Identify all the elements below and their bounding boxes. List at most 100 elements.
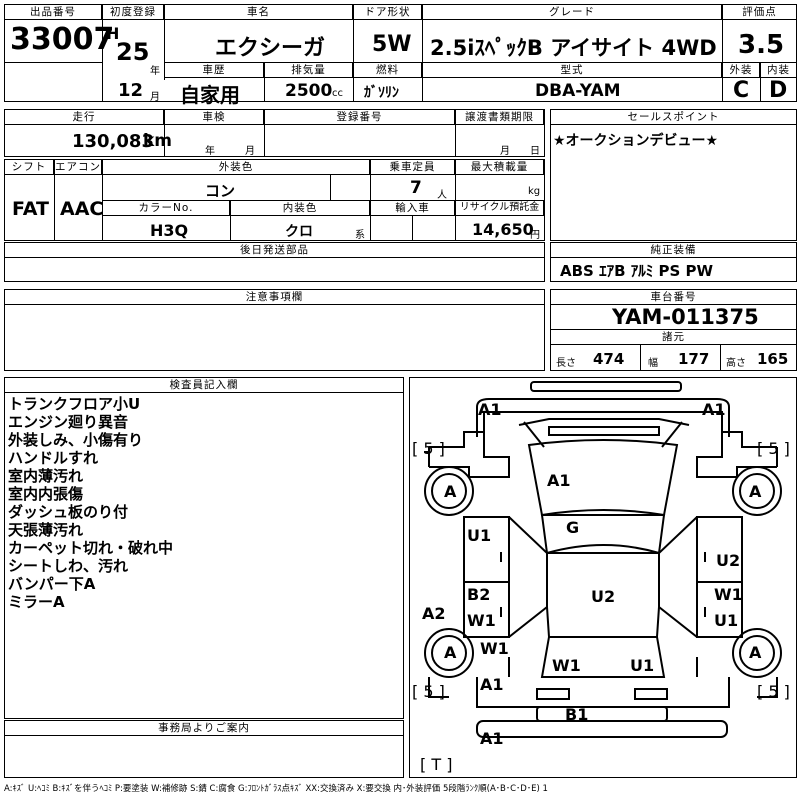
legend: A:ｷｽﾞ U:ﾍｺﾐ B:ｷｽﾞを伴うﾍｺﾐ P:要塗装 W:補修跡 S:錆 … (4, 784, 548, 794)
mark-hood: A1 (547, 471, 571, 490)
sales-point-block (550, 109, 797, 241)
genuine-equip: ABS ｴｱB ｱﾙﾐ PS PW (560, 262, 714, 280)
mark-front-left-bumper: A1 (478, 400, 502, 419)
ac: AAC (60, 198, 104, 220)
sales-point: ★オークションデビュー★ (553, 133, 719, 149)
color-no: H3Q (150, 221, 189, 240)
mark-left-rear-fender: W1 (480, 639, 509, 658)
mark-left-rear-door-b2: B2 (467, 585, 491, 604)
mark-rear-left-wheel: A (444, 643, 457, 662)
notes-block (4, 289, 545, 371)
genuine-equip-block (550, 242, 797, 282)
mileage-block (4, 109, 545, 157)
mark-roof: U2 (591, 587, 616, 606)
width: 177 (678, 350, 710, 368)
mark-rear-left-tire: [ 5 ] (412, 682, 445, 701)
interior-grade: D (769, 78, 788, 103)
lot-label: 出品番号 (5, 5, 102, 20)
remark-line: トランクフロア小U (8, 395, 141, 413)
fuel: ｶﾞｿﾘﾝ (364, 85, 399, 101)
history: 自家用 (180, 83, 240, 107)
remark-line: バンパー下A (8, 575, 96, 593)
exterior-grade: C (733, 78, 750, 103)
mark-left-front-door: U1 (467, 526, 492, 545)
inspector-block (4, 377, 404, 719)
history-label: 車歴 (165, 63, 264, 78)
year-unit: 年 (150, 66, 160, 77)
specs-label: 諸元 (551, 330, 796, 345)
first-reg-label: 初度登録 (103, 5, 164, 20)
transfer-day-unit: 日 (530, 146, 540, 157)
remark-line: エンジン廻り異音 (8, 413, 129, 431)
era: H (106, 24, 120, 43)
genuine-equip-label: 純正装備 (551, 243, 796, 258)
remark-line: ダッシュ板のり付 (8, 503, 129, 521)
fuel-label: 燃料 (354, 63, 422, 78)
grade: 2.5iｽﾍﾟｯｸB アイサイト 4WD (430, 36, 717, 60)
mark-rear-window-w1: W1 (552, 656, 581, 675)
mark-trunk-tire: [ T ] (420, 755, 453, 774)
car-name: エクシーガ (215, 36, 326, 61)
mark-right-front-door: U2 (716, 551, 741, 570)
office-label: 事務局よりご案内 (5, 721, 403, 736)
int-color-suffix: 系 (355, 230, 365, 241)
remark-line: シートしわ、汚れ (8, 557, 129, 575)
mark-left-rear-door-w1: W1 (467, 611, 496, 630)
notes-label: 注意事項欄 (5, 290, 544, 305)
shift: FAT (12, 198, 49, 220)
door-label: ドア形状 (354, 5, 422, 20)
km-unit: km (143, 131, 173, 151)
mileage: 130,083 (72, 131, 154, 152)
mark-rear-left-quarter: A1 (480, 675, 504, 694)
length: 474 (593, 350, 625, 368)
inspector-label: 検査員記入欄 (5, 378, 403, 393)
ext-color: コン (205, 182, 236, 200)
recycle-label: リサイクル預託金 (456, 201, 544, 216)
mark-rear-window-u1: U1 (630, 656, 655, 675)
length-label: 長さ (556, 358, 576, 369)
model-label: 型式 (423, 63, 722, 78)
displacement: 2500 (285, 81, 333, 101)
mark-front-left-wheel: A (444, 482, 457, 501)
car-name-label: 車名 (165, 5, 353, 20)
first-reg-month: 12 (118, 80, 144, 101)
shift-label: シフト (5, 160, 54, 175)
header-block (4, 4, 797, 102)
transfer-label: 譲渡書類期限 (456, 110, 544, 125)
car-diagram (424, 381, 782, 738)
mark-rear-right-tire: [ 5 ] (757, 682, 790, 701)
mark-front-right-wheel: A (749, 482, 762, 501)
mark-windshield: G (566, 518, 580, 537)
month-unit: 月 (150, 92, 160, 103)
later-parts-block (4, 242, 545, 282)
mark-rear-right-wheel: A (749, 643, 762, 662)
mark-front-right-tire: [ 5 ] (757, 439, 790, 458)
remark-line: ハンドルすれ (8, 449, 99, 467)
capacity-unit: 人 (437, 190, 447, 201)
remark-line: 天張薄汚れ (8, 521, 84, 539)
first-reg-year: 25 (116, 38, 150, 66)
mark-left-side: A2 (422, 604, 446, 623)
mark-right-rear-door-u1: U1 (714, 611, 739, 630)
mark-rear-bottom: A1 (480, 729, 504, 748)
score: 3.5 (738, 30, 785, 60)
chassis-number: YAM-011375 (612, 305, 759, 329)
cc-unit: cc (332, 88, 343, 99)
mileage-label: 走行 (5, 110, 164, 125)
mark-front-left-tire: [ 5 ] (412, 439, 445, 458)
car-diagram-panel (409, 377, 797, 778)
ac-label: エアコン (55, 160, 102, 175)
height-label: 高さ (726, 358, 746, 369)
remark-line: カーペット切れ・破れ中 (8, 539, 174, 557)
int-color: クロ (285, 224, 313, 240)
chassis-block (550, 289, 797, 371)
width-label: 幅 (648, 358, 658, 369)
height: 165 (757, 350, 789, 368)
capacity: 7 (410, 178, 422, 198)
yen-unit: 円 (530, 230, 540, 241)
mark-front-right-bumper: A1 (702, 400, 726, 419)
office-block (4, 720, 404, 778)
capacity-label: 乗車定員 (371, 160, 455, 175)
grade-label: グレード (423, 5, 722, 20)
lot-number: 33007 (10, 22, 115, 57)
